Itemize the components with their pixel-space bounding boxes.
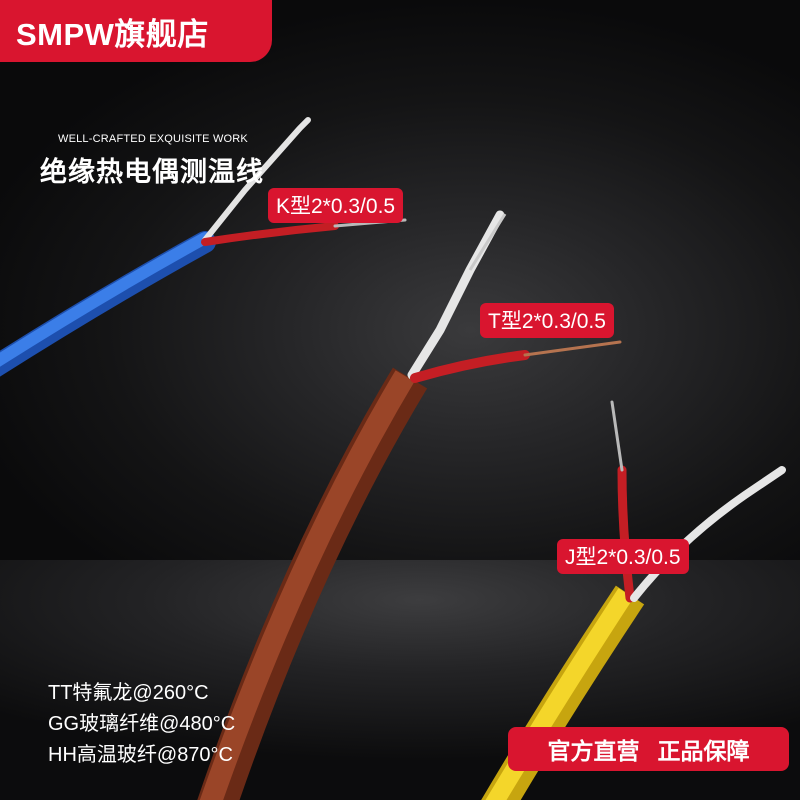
product-headline: 绝缘热电偶测温线 bbox=[40, 157, 264, 187]
badge-genuine-text: 正品保障 bbox=[657, 738, 750, 764]
j-type-wire bbox=[481, 400, 786, 800]
spec-item: GG玻璃纤维@480°C bbox=[48, 713, 236, 735]
spec-item: HH高温玻纤@870°C bbox=[48, 744, 233, 766]
k-type-label: K型2*0.3/0.5 bbox=[268, 188, 404, 223]
j-type-label: J型2*0.3/0.5 bbox=[557, 539, 689, 574]
k-type-wire bbox=[0, 117, 407, 377]
t-type-wire bbox=[197, 210, 622, 800]
spec-item: TT特氟龙@260°C bbox=[48, 682, 209, 704]
store-brand-banner: SMPW旗舰店 bbox=[0, 0, 272, 62]
t-type-label: T型2*0.3/0.5 bbox=[480, 303, 614, 338]
tagline: WELL-CRAFTED EXQUISITE WORK bbox=[58, 133, 248, 145]
spec-list: TT特氟龙@260°C GG玻璃纤维@480°C HH高温玻纤@870°C bbox=[48, 678, 235, 771]
official-guarantee-badge: 官方直营 正品保障 bbox=[508, 727, 789, 771]
badge-official-text: 官方直营 bbox=[547, 738, 640, 764]
